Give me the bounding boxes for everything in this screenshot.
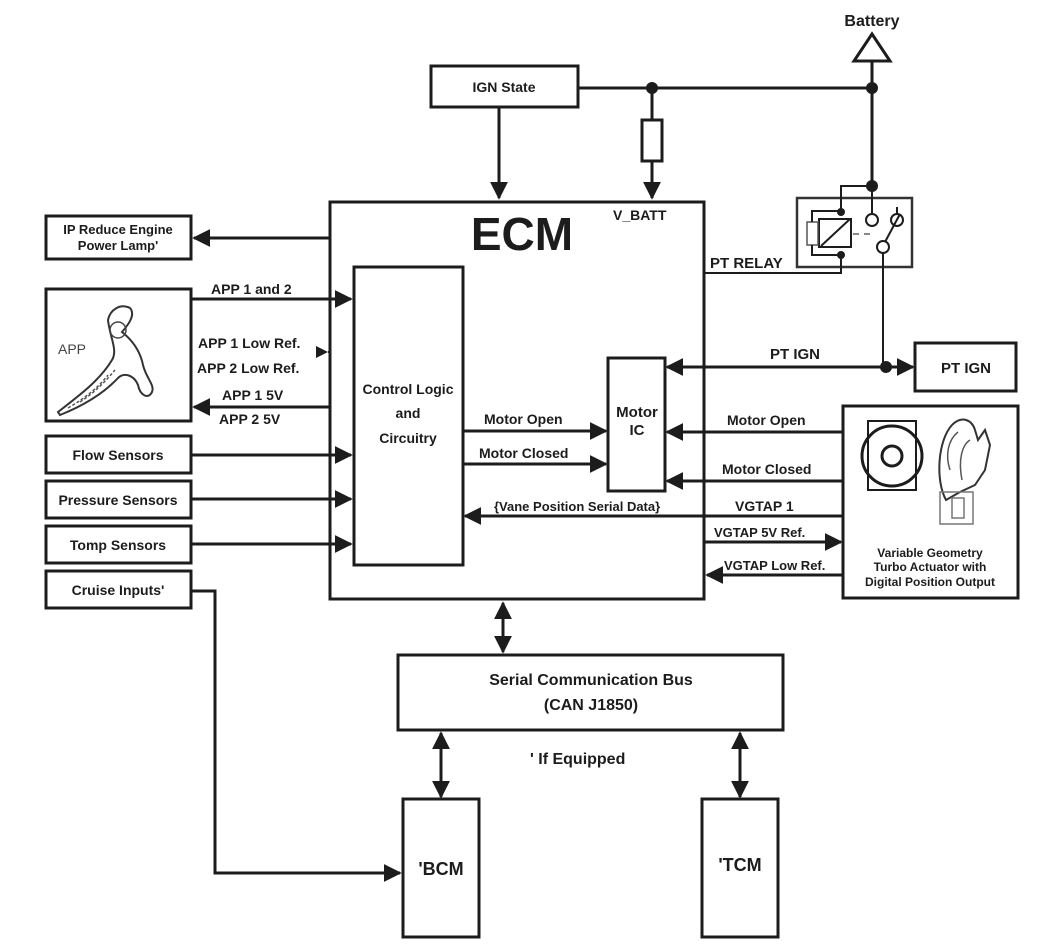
svg-text:and: and [396,405,421,421]
reduce-power-lamp-box: IP Reduce Engine Power Lamp' [44,214,193,261]
turbo-actuator-icon [938,418,992,525]
fuse-icon [640,118,664,163]
pt-ign-signal-label: PT IGN [770,346,820,363]
pt-relay-icon [795,185,914,269]
svg-text:'TCM: 'TCM [718,855,761,875]
svg-text:Digital Position Output: Digital Position Output [865,575,995,589]
app1-low-ref-label: APP 1 Low Ref. [198,335,300,351]
vane-data-label: {Vane Position Serial Data} [494,499,660,514]
motor-open-actuator-label: Motor Open [727,412,806,428]
junction-dot [866,82,878,94]
pt-ign-box: PT IGN [913,341,1018,393]
svg-text:Cruise Inputs': Cruise Inputs' [72,582,165,598]
svg-text:Circuitry: Circuitry [379,430,437,446]
app-sensor-box: APP [44,287,193,423]
svg-text:IP Reduce Engine: IP Reduce Engine [63,222,173,237]
app1-5v-label: APP 1 5V [222,387,284,403]
svg-text:Turbo Actuator with: Turbo Actuator with [874,560,987,574]
app2-low-ref-label: APP 2 Low Ref. [197,360,299,376]
ecm-title: ECM [471,208,573,260]
pt-relay-label: PT RELAY [710,255,783,272]
svg-text:IC: IC [630,422,645,439]
svg-text:Serial Communication Bus: Serial Communication Bus [489,672,693,689]
control-logic-box: Control Logic and Circuitry [352,265,465,567]
svg-text:Pressure Sensors: Pressure Sensors [58,492,177,508]
svg-text:Control Logic: Control Logic [363,381,454,397]
accelerator-pedal-icon [56,305,154,417]
vgt-actuator-box: Variable Geometry Turbo Actuator with Di… [841,404,1020,600]
svg-text:(CAN J1850): (CAN J1850) [544,697,638,714]
serial-bus-box: Serial Communication Bus (CAN J1850) [396,653,785,732]
svg-text:Motor: Motor [616,404,658,421]
svg-text:PT IGN: PT IGN [941,360,991,377]
svg-text:Flow Sensors: Flow Sensors [72,447,163,463]
temp-sensors-box: Tomp Sensors [44,524,193,565]
motor-closed-actuator-label: Motor Closed [722,461,811,477]
vgtap1-label: VGTAP 1 [735,498,794,514]
arrowhead [316,346,328,358]
svg-text:IGN State: IGN State [472,79,535,95]
battery-label: Battery [844,13,899,30]
motor-ic-box: Motor IC [606,356,667,493]
app2-5v-label: APP 2 5V [219,411,281,427]
svg-text:'BCM: 'BCM [418,859,463,879]
junction-dot [880,361,892,373]
motor-icon [867,420,917,491]
bcm-box: 'BCM [401,797,481,939]
ign-state-box: IGN State [429,64,580,109]
svg-text:Tomp Sensors: Tomp Sensors [70,537,166,553]
svg-text:Power Lamp': Power Lamp' [78,238,158,253]
svg-text:Variable Geometry: Variable Geometry [877,546,983,560]
motor-closed-internal-label: Motor Closed [479,445,568,461]
if-equipped-note: ' If Equipped [530,751,625,768]
vgtap-low-label: VGTAP Low Ref. [724,558,825,573]
flow-sensors-box: Flow Sensors [44,434,193,475]
motor-open-internal-label: Motor Open [484,411,563,427]
pressure-sensors-box: Pressure Sensors [44,479,193,520]
v-batt-label: V_BATT [613,207,667,223]
tcm-box: 'TCM [700,797,780,939]
svg-text:APP: APP [58,341,86,357]
vgtap-5v-label: VGTAP 5V Ref. [714,525,805,540]
app12-label: APP 1 and 2 [211,281,292,297]
battery-symbol-icon [851,31,893,63]
cruise-inputs-box: Cruise Inputs' [44,569,193,610]
